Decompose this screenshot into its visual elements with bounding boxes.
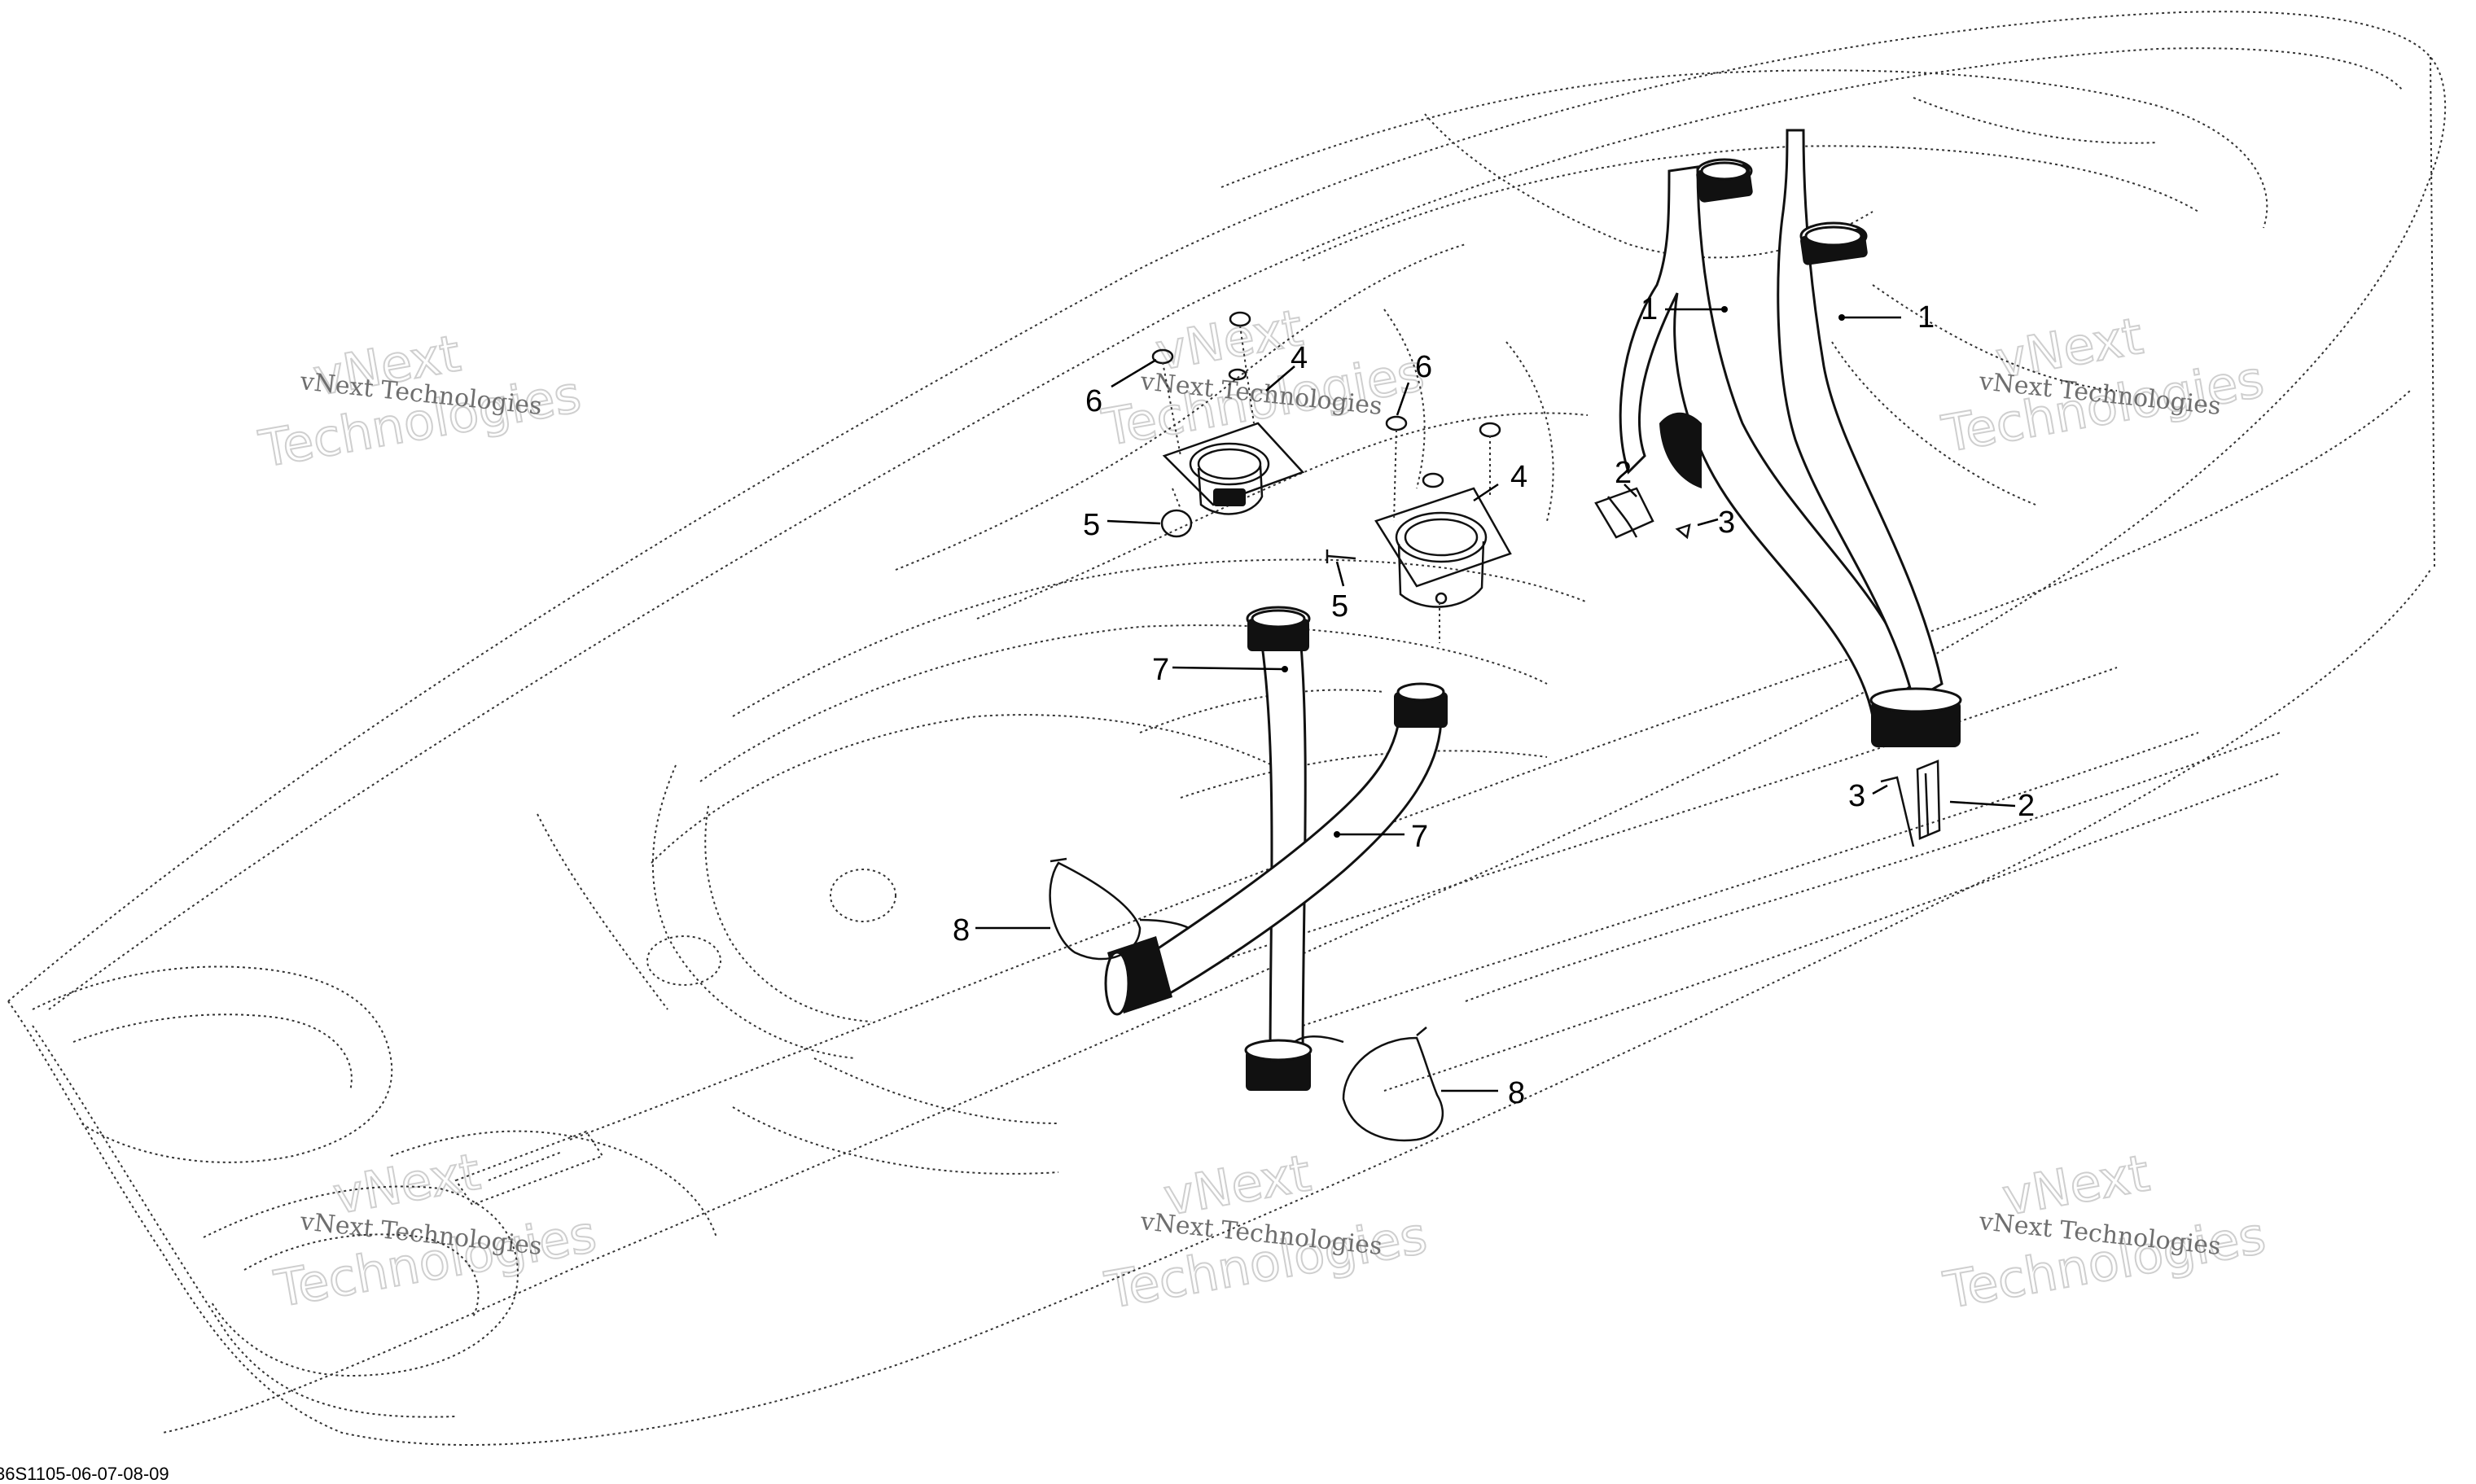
callout-6: 6	[1415, 350, 1432, 384]
exhaust-hose-part-1[interactable]	[1619, 129, 1962, 747]
flange-part-4-lower[interactable]	[1374, 487, 1512, 608]
callout-2: 2	[1615, 456, 1632, 490]
callout-8: 8	[953, 913, 970, 948]
exhaust-hose-part-7[interactable]	[1104, 606, 1448, 1091]
callout-1: 1	[1917, 300, 1935, 335]
screw-part-3-lower[interactable]	[1880, 776, 1915, 847]
callout-7: 7	[1411, 820, 1428, 854]
clamp-part-8-left[interactable]	[1049, 857, 1190, 961]
nut-part-6[interactable]	[1151, 311, 1501, 643]
clip-part-2-upper[interactable]	[1594, 487, 1654, 539]
callout-8: 8	[1508, 1076, 1525, 1110]
callout-3: 3	[1718, 506, 1735, 540]
screw-part-3-upper[interactable]	[1675, 523, 1691, 540]
clip-part-2-lower[interactable]	[1916, 760, 1941, 840]
callout-3: 3	[1848, 779, 1865, 813]
callout-6: 6	[1085, 384, 1102, 418]
callout-1: 1	[1641, 292, 1658, 326]
callout-5: 5	[1331, 589, 1348, 624]
plug-part-5[interactable]	[1160, 488, 1356, 563]
watermark-top-center: vNext Technologies	[1097, 297, 1429, 458]
diagram-code: 36S1105-06-07-08-09	[0, 1464, 169, 1484]
callout-4: 4	[1291, 341, 1308, 375]
flange-part-4-upper[interactable]	[1162, 422, 1305, 515]
watercraft-hull-outline	[7, 11, 2447, 1446]
callout-4: 4	[1510, 460, 1527, 494]
callout-leaders	[975, 306, 2016, 1092]
clamp-part-8-right[interactable]	[1294, 1027, 1444, 1142]
watermark-top-right: vNext Technologies	[1937, 305, 2269, 465]
callout-5: 5	[1083, 508, 1100, 542]
callout-7: 7	[1152, 653, 1169, 687]
callout-2: 2	[2018, 789, 2035, 823]
